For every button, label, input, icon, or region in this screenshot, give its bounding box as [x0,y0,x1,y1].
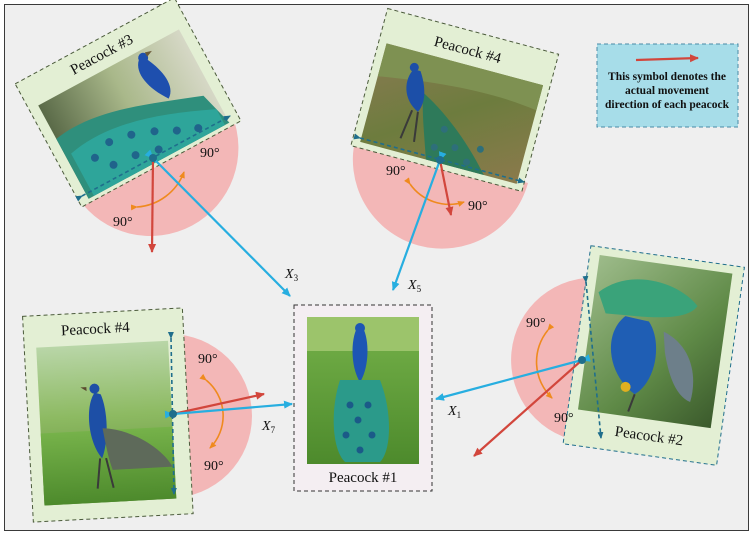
legend: This symbol denotes the actual movement … [596,43,739,128]
peacock-2-edge [582,275,604,439]
peacock-4-top-distance-arrow [391,151,447,291]
peacock-4-left-angle-a: 90° [198,352,218,367]
peacock-1-group: Peacock #1 [293,304,433,492]
peacock-2-photo [577,255,733,429]
peacock-3-group: Peacock #3 90° 90° X3 [14,0,299,297]
peacock-4-left-distance-arrow [164,400,293,419]
peacock-4-top-angle-b: 90° [468,199,488,214]
peacock-4-left-group: Peacock #4 90° 90° X7 [22,307,293,523]
peacock-4-top-group: Peacock #4 90° 90° X5 [350,7,560,294]
peacock-1-label: Peacock #1 [329,470,398,486]
legend-arrow-symbol [635,54,699,63]
peacock-3-distance-label: X3 [284,267,299,283]
distance-subscript: 7 [271,425,276,435]
peacock-4-left-label: Peacock #4 [61,320,131,340]
peacock-4-top-angle-a: 90° [386,164,406,179]
peacock-2-distance-arrow [435,354,591,401]
distance-subscript: 1 [457,410,462,420]
peacock-2-distance-label: X1 [447,404,461,420]
peacock-4-left-angle-b: 90° [204,459,224,474]
peacock-4-top-distance-label: X5 [407,278,422,294]
legend-text-line3: direction of each peacock [605,99,730,111]
peacock-4-left-distance-label: X7 [261,419,276,435]
distance-subscript: 3 [294,273,299,283]
peacock-3-movement-arrow [148,157,157,253]
peacock-4-left-pivot [169,410,177,418]
peacock-3-angle-b: 90° [113,215,133,230]
legend-text-line2: actual movement [625,85,709,97]
peacock-4-top-pivot [436,156,444,164]
peacock-4-left-photo [36,340,177,506]
peacock-3-distance-arrow [144,149,291,297]
legend-box [596,43,739,128]
peacock-2-pivot [578,356,586,364]
peacock-2-angle-a: 90° [526,316,546,331]
peacock-3-pivot [149,154,157,162]
peacock-3-angle-a: 90° [200,146,220,161]
distance-subscript: 5 [417,284,422,294]
peacock-2-angle-b: 90° [554,411,574,426]
legend-text-line1: This symbol denotes the [608,71,726,83]
peacock-1-photo [307,317,419,464]
peacock-2-group: Peacock #2 90° 90° X1 [435,245,745,466]
